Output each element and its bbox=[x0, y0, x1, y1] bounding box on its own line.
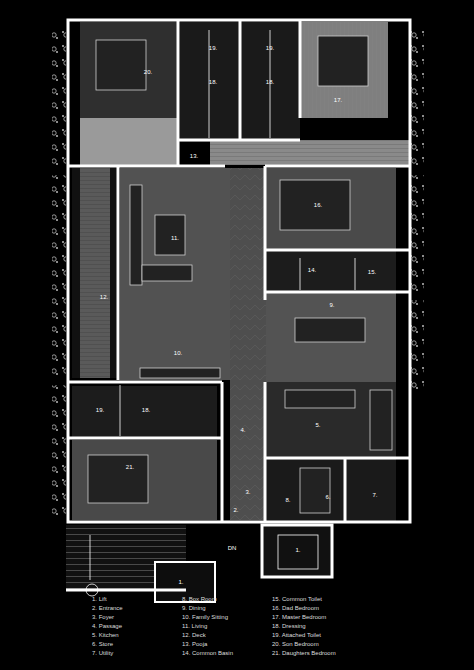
room-number: 13. bbox=[190, 153, 198, 159]
legend-key-item: 21. Daughters Bedroom bbox=[272, 650, 336, 656]
legend-key-item: 9. Dining bbox=[182, 605, 206, 611]
legend-key-item: 2. Entrance bbox=[92, 605, 123, 611]
room-number: 18. bbox=[266, 79, 274, 85]
room-number: 16. bbox=[314, 202, 322, 208]
legend-key-item: 6. Store bbox=[92, 641, 113, 647]
room-number: 4. bbox=[240, 427, 245, 433]
room-number: 20. bbox=[144, 69, 152, 75]
legend-key-item: 11. Living bbox=[182, 623, 207, 629]
room-number: 19. bbox=[96, 407, 104, 413]
legend-key-item: 3. Foyer bbox=[92, 614, 114, 620]
legend-key-item: 5. Kitchen bbox=[92, 632, 119, 638]
legend-key-item: 12. Deck bbox=[182, 632, 206, 638]
room-number: 1. bbox=[295, 547, 300, 553]
room-number: 8. bbox=[285, 497, 290, 503]
room-number: 9. bbox=[329, 302, 334, 308]
legend-key-item: 19. Attached Toilet bbox=[272, 632, 321, 638]
legend-key-item: 10. Family Sitting bbox=[182, 614, 228, 620]
legend-key-item: 16. Dad Bedroom bbox=[272, 605, 319, 611]
legend-key-item: 13. Pooja bbox=[182, 641, 207, 647]
room-number: 10. bbox=[174, 350, 182, 356]
room-number: 15. bbox=[368, 269, 376, 275]
legend-key-item: 15. Common Toilet bbox=[272, 596, 322, 602]
room-number: 3. bbox=[245, 489, 250, 495]
legend-key-item: 20. Son Bedroom bbox=[272, 641, 319, 647]
room-number: 1. bbox=[178, 579, 183, 585]
room-number: DN bbox=[228, 545, 237, 551]
room-number: 19. bbox=[266, 45, 274, 51]
room-number: 18. bbox=[209, 79, 217, 85]
room-number: 19. bbox=[209, 45, 217, 51]
room-number: 6. bbox=[325, 494, 330, 500]
legend-key-item: 4. Passage bbox=[92, 623, 122, 629]
room-number: 7. bbox=[372, 492, 377, 498]
room-number: 17. bbox=[334, 97, 342, 103]
legend-key-item: 17. Master Bedroom bbox=[272, 614, 326, 620]
room-number: 12. bbox=[100, 294, 108, 300]
legend-key-item: 1. Lift bbox=[92, 596, 107, 602]
room-number: 21. bbox=[126, 464, 134, 470]
room-number: 18. bbox=[142, 407, 150, 413]
room-number: 5. bbox=[315, 422, 320, 428]
legend-key-item: 18. Dressing bbox=[272, 623, 306, 629]
legend-key-item: 14. Common Basin bbox=[182, 650, 233, 656]
legend-key-item: 7. Utility bbox=[92, 650, 113, 656]
room-number: 2. bbox=[233, 507, 238, 513]
room-number: 11. bbox=[171, 235, 179, 241]
legend-key-item: 8. Box Room bbox=[182, 596, 217, 602]
room-number: 14. bbox=[308, 267, 316, 273]
